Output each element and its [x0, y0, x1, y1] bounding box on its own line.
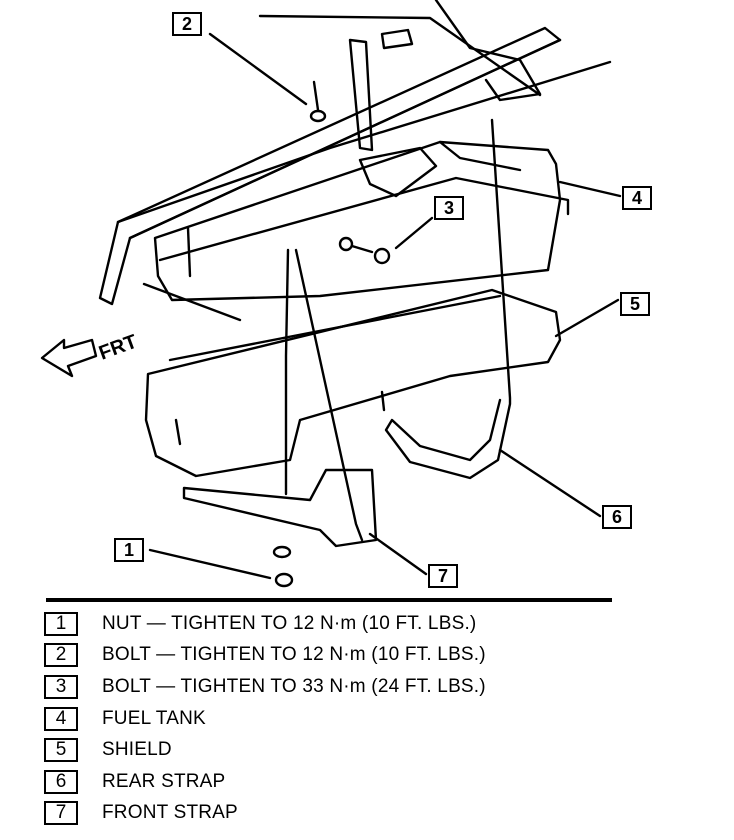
callout-3: 3 [434, 196, 464, 220]
legend-text: FRONT STRAP [102, 802, 238, 824]
legend-number: 7 [44, 801, 78, 826]
leader-2 [208, 32, 308, 106]
legend-number: 6 [44, 769, 78, 794]
legend-number: 5 [44, 738, 78, 763]
legend-text: NUT — TIGHTEN TO 12 N·m (10 FT. LBS.) [102, 612, 477, 634]
legend-item: 5 SHIELD [44, 734, 684, 766]
callout-2: 2 [172, 12, 202, 36]
legend-item: 6 REAR STRAP [44, 766, 684, 798]
parts-legend: 1 NUT — TIGHTEN TO 12 N·m (10 FT. LBS.) … [44, 608, 684, 829]
legend-text: BOLT — TIGHTEN TO 33 N·m (24 FT. LBS.) [102, 675, 486, 697]
leader-1 [148, 548, 272, 580]
fuel-tank-illustration [40, 0, 622, 588]
legend-number: 4 [44, 706, 78, 731]
legend-text: BOLT — TIGHTEN TO 12 N·m (10 FT. LBS.) [102, 644, 486, 666]
legend-number: 2 [44, 643, 78, 668]
leader-6 [498, 448, 602, 518]
hanger-bracket [348, 38, 374, 152]
callout-5: 5 [620, 292, 650, 316]
leader-7 [368, 532, 428, 576]
legend-item: 4 FUEL TANK [44, 703, 684, 735]
front-strap-bracket [182, 468, 378, 548]
legend-number: 1 [44, 611, 78, 636]
legend-text: SHIELD [102, 739, 172, 761]
callout-4: 4 [622, 186, 652, 210]
shield [144, 288, 562, 478]
legend-text: REAR STRAP [102, 770, 226, 792]
fuel-tank-diagram: FRT 2 3 4 5 6 7 1 [40, 0, 652, 588]
legend-text: FUEL TANK [102, 707, 206, 729]
front-strap [284, 248, 290, 496]
legend-item: 2 BOLT — TIGHTEN TO 12 N·m (10 FT. LBS.) [44, 640, 684, 672]
legend-item: 7 FRONT STRAP [44, 798, 684, 830]
callout-7: 7 [428, 564, 458, 588]
legend-divider [46, 598, 612, 602]
legend-item: 3 BOLT — TIGHTEN TO 33 N·m (24 FT. LBS.) [44, 671, 684, 703]
legend-item: 1 NUT — TIGHTEN TO 12 N·m (10 FT. LBS.) [44, 608, 684, 640]
callout-1: 1 [114, 538, 144, 562]
callout-6: 6 [602, 505, 632, 529]
frame-rail [98, 26, 562, 306]
leader-5 [554, 298, 620, 338]
front-arrow-icon [40, 338, 98, 378]
legend-number: 3 [44, 674, 78, 699]
leader-3 [394, 216, 434, 250]
leader-4 [558, 180, 622, 198]
rear-strap [384, 118, 512, 480]
